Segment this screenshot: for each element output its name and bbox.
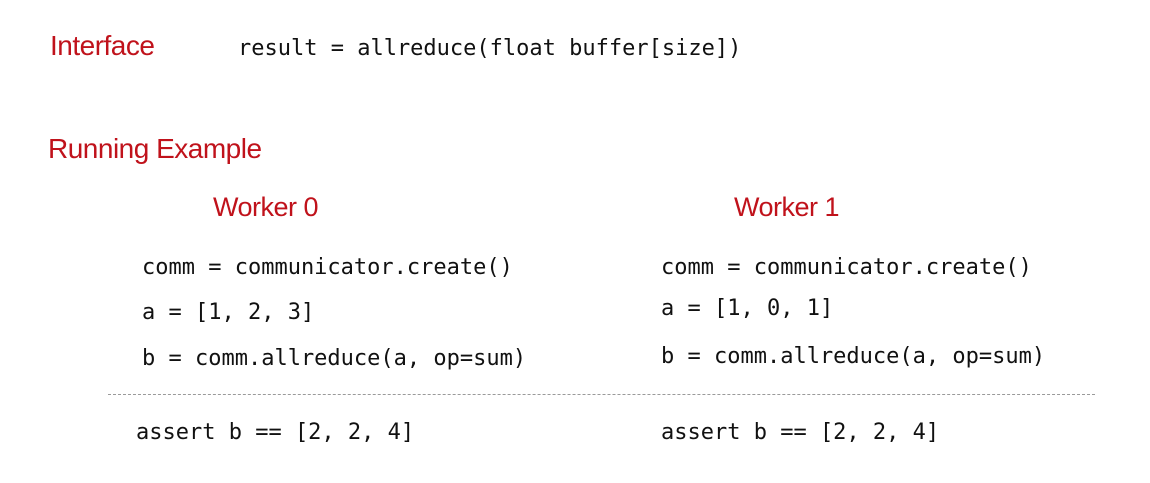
dashed-divider: [108, 394, 1095, 395]
worker-0-code-line: comm = communicator.create(): [142, 255, 513, 280]
interface-signature: result = allreduce(float buffer[size]): [238, 36, 742, 61]
worker-1-code-line: b = comm.allreduce(a, op=sum): [661, 344, 1046, 369]
worker-0-code-line: b = comm.allreduce(a, op=sum): [142, 346, 527, 371]
running-example-heading: Running Example: [48, 133, 262, 164]
worker-0-assert: assert b == [2, 2, 4]: [136, 420, 415, 445]
worker-1-code-line: a = [1, 0, 1]: [661, 296, 834, 321]
worker-1-title: Worker 1: [734, 192, 840, 222]
worker-0-code-line: a = [1, 2, 3]: [142, 300, 315, 325]
worker-0-title: Worker 0: [213, 192, 319, 222]
interface-heading: Interface: [50, 30, 155, 61]
worker-1-assert: assert b == [2, 2, 4]: [661, 420, 940, 445]
worker-1-code-line: comm = communicator.create(): [661, 255, 1032, 280]
